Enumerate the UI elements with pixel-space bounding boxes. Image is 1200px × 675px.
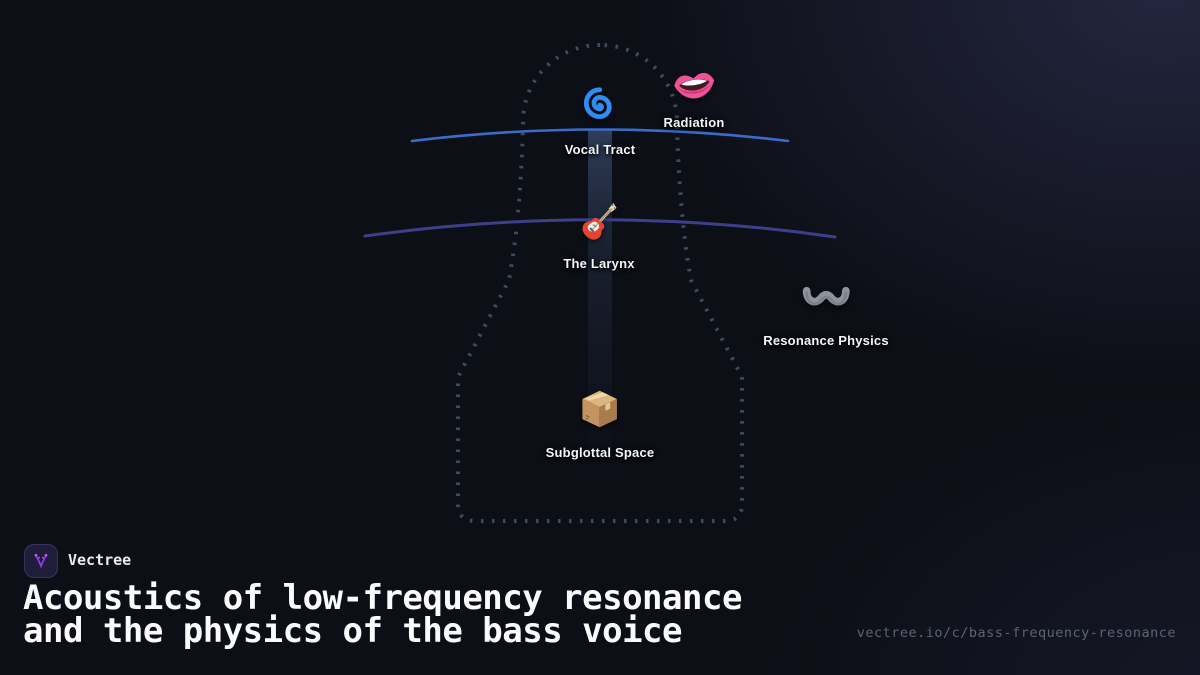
node-subglottal-space[interactable]: Subglottal Space	[546, 386, 655, 460]
node-label: Resonance Physics	[763, 333, 889, 348]
node-label: Vocal Tract	[564, 142, 636, 157]
node-radiation[interactable]: Radiation	[663, 68, 724, 130]
vectree-logo[interactable]	[24, 544, 58, 578]
guitar-icon	[575, 198, 623, 246]
node-resonance-physics[interactable]: Resonance Physics	[763, 283, 889, 348]
page-url: vectree.io/c/bass-frequency-resonance	[856, 625, 1176, 641]
wave-icon	[800, 283, 852, 311]
package-icon	[577, 386, 623, 432]
node-label: Subglottal Space	[545, 445, 655, 460]
node-larynx[interactable]: The Larynx	[563, 198, 634, 271]
node-label: Radiation	[663, 115, 725, 130]
title-line-2: and the physics of the bass voice	[23, 611, 683, 651]
node-label: The Larynx	[563, 256, 635, 271]
lips-icon	[671, 68, 717, 102]
page-title: Acoustics of low-frequency resonance and…	[23, 578, 742, 651]
cyclone-icon	[577, 84, 623, 130]
title-line-1: Acoustics of low-frequency resonance	[23, 578, 742, 618]
node-vocal-tract[interactable]: Vocal Tract	[565, 84, 636, 157]
brand-name: Vectree	[68, 551, 132, 569]
vectree-logo-icon	[34, 553, 48, 569]
